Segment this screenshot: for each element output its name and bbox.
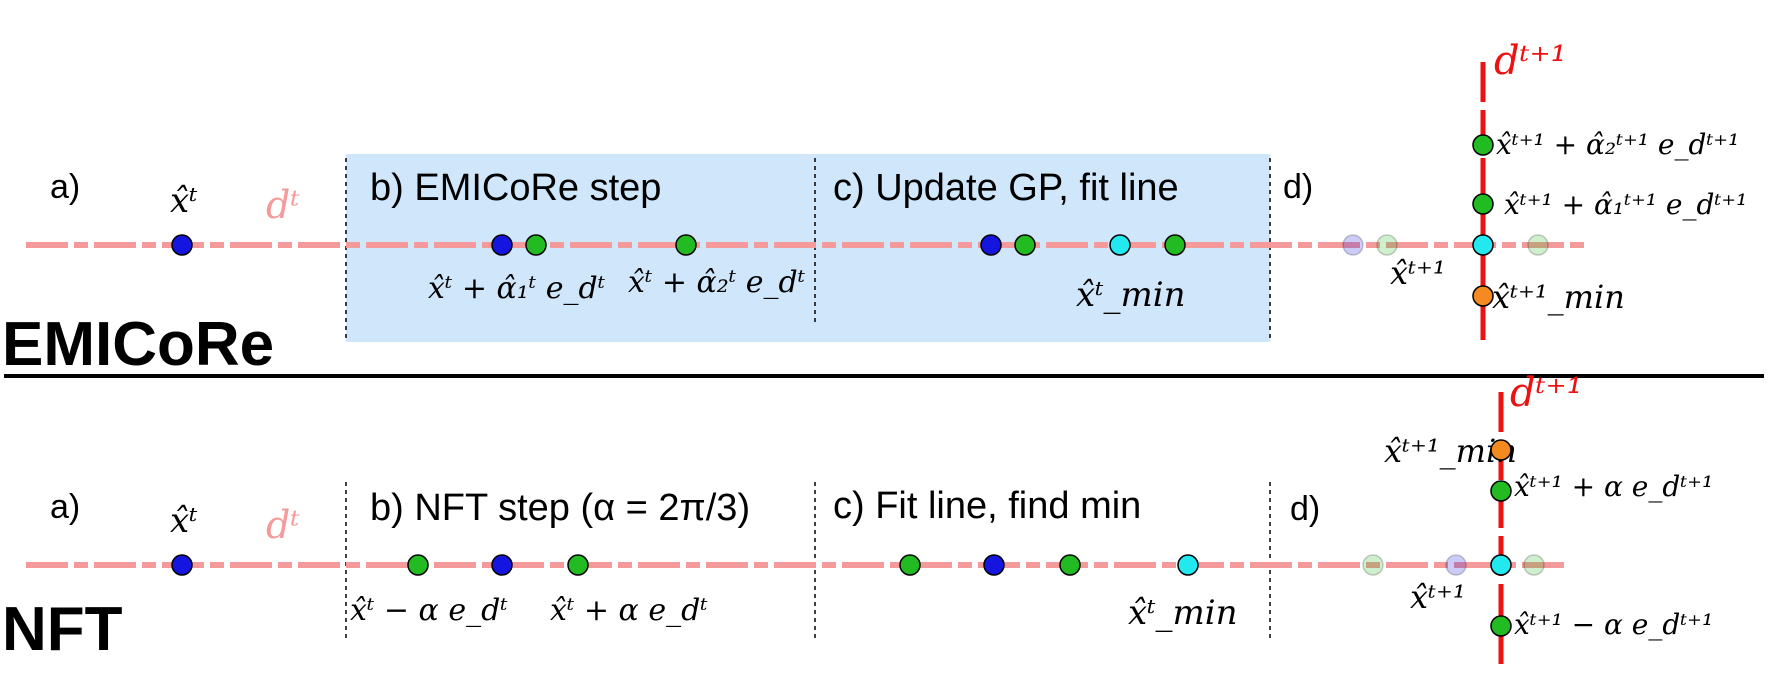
- point-current: [980, 234, 1002, 256]
- math-a-direction: dᵗ: [266, 503, 300, 547]
- point-minimum-new: [1490, 439, 1512, 461]
- point-eval: [1490, 480, 1512, 502]
- emicore-row: a) b) EMICoRe step c) Update GP, fit lin…: [2, 38, 1747, 379]
- math-a-direction: dᵗ: [266, 183, 300, 227]
- point-minimum: [1177, 554, 1199, 576]
- math-d-direction: dᵗ⁺¹: [1494, 38, 1567, 84]
- panel-label-b: b) EMICoRe step: [370, 167, 661, 209]
- point-eval: [525, 234, 547, 256]
- nft-row: a) b) NFT step (α = 2π/3) c) Fit line, f…: [2, 370, 1713, 664]
- math-b-right: x̂ᵗ + α e_dᵗ: [550, 593, 708, 628]
- math-c-min: x̂ᵗ_min: [1128, 593, 1238, 633]
- point-current: [491, 234, 513, 256]
- math-b-left: x̂ᵗ + α̂₁ᵗ e_dᵗ: [428, 271, 606, 306]
- math-a-point: x̂ᵗ: [170, 501, 198, 541]
- point-minimum-new: [1472, 285, 1494, 307]
- math-a-point: x̂ᵗ: [170, 181, 198, 221]
- point-eval: [407, 554, 429, 576]
- point-current: [491, 554, 513, 576]
- math-d-direction: dᵗ⁺¹: [1510, 370, 1583, 416]
- point-faded: [1342, 234, 1364, 256]
- math-b-right: x̂ᵗ + α̂₂ᵗ e_dᵗ: [628, 265, 806, 300]
- panel-label-d: d): [1290, 490, 1320, 528]
- math-d-mid: x̂ᵗ⁺¹ + α̂₁ᵗ⁺¹ e_dᵗ⁺¹: [1504, 188, 1747, 221]
- point-current: [171, 554, 193, 576]
- math-d-center: x̂ᵗ⁺¹: [1410, 578, 1466, 616]
- math-d-center: x̂ᵗ⁺¹: [1390, 254, 1446, 292]
- math-b-left: x̂ᵗ − α e_dᵗ: [350, 593, 508, 628]
- math-d-top: x̂ᵗ⁺¹ + α e_dᵗ⁺¹: [1514, 470, 1713, 503]
- point-eval: [1014, 234, 1036, 256]
- point-eval: [567, 554, 589, 576]
- point-faded: [1527, 234, 1549, 256]
- point-faded: [1523, 554, 1545, 576]
- panel-label-a: a): [50, 488, 80, 526]
- point-faded: [1376, 234, 1398, 256]
- section-title-nft: NFT: [2, 595, 123, 664]
- point-eval: [1164, 234, 1186, 256]
- math-c-min: x̂ᵗ_min: [1076, 275, 1186, 315]
- point-faded: [1362, 554, 1384, 576]
- panel-label-d: d): [1283, 168, 1313, 206]
- section-title-emicore: EMICoRe: [2, 310, 274, 379]
- point-current: [171, 234, 193, 256]
- point-eval: [899, 554, 921, 576]
- panel-label-a: a): [50, 168, 80, 206]
- point-eval: [1472, 134, 1494, 156]
- point-eval: [1490, 615, 1512, 637]
- point-minimum: [1109, 234, 1131, 256]
- point-faded: [1445, 554, 1467, 576]
- panel-label-c: c) Fit line, find min: [833, 485, 1141, 527]
- point-current: [983, 554, 1005, 576]
- math-d-bottom: x̂ᵗ⁺¹ − α e_dᵗ⁺¹: [1514, 608, 1713, 641]
- panel-label-c: c) Update GP, fit line: [833, 167, 1179, 209]
- point-eval: [1059, 554, 1081, 576]
- point-eval: [1472, 193, 1494, 215]
- panel-label-b: b) NFT step (α = 2π/3): [370, 487, 750, 529]
- math-d-top: x̂ᵗ⁺¹ + α̂₂ᵗ⁺¹ e_dᵗ⁺¹: [1496, 128, 1739, 161]
- point-eval: [675, 234, 697, 256]
- point-center: [1490, 554, 1512, 576]
- math-d-min: x̂ᵗ⁺¹_min: [1492, 278, 1625, 316]
- point-center: [1472, 234, 1494, 256]
